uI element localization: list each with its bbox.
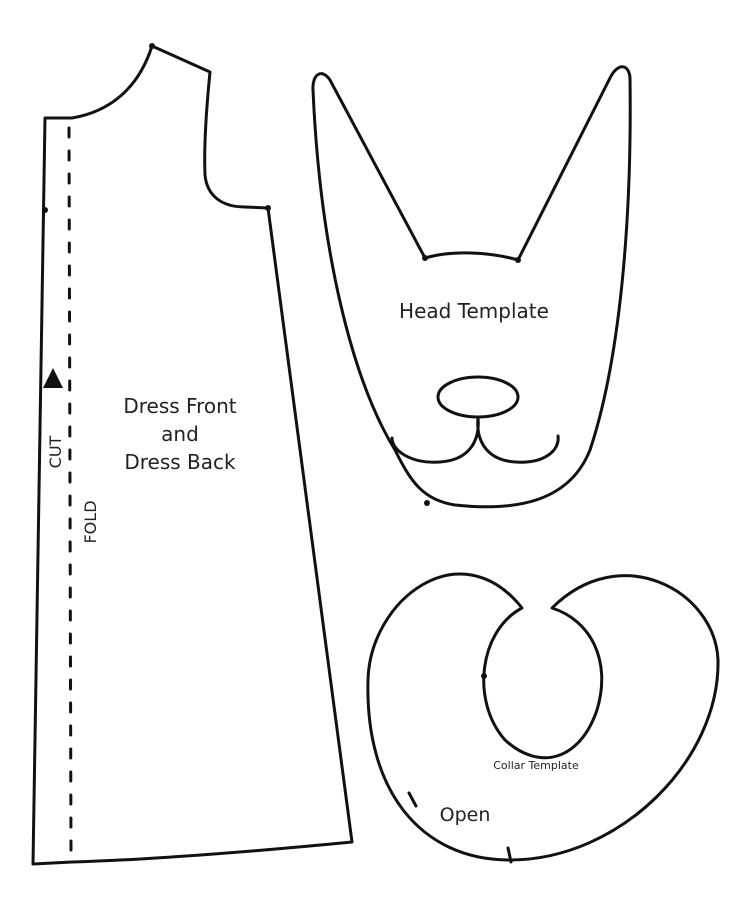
- open-label: Open: [440, 804, 491, 826]
- cut-arrow-icon: [43, 368, 63, 388]
- dress-title-line-3: Dress Back: [124, 450, 236, 474]
- nose-icon: [436, 375, 520, 419]
- head-piece: Head Template: [311, 65, 632, 509]
- dress-piece: CUT FOLD Dress Front and Dress Back: [31, 43, 354, 866]
- collar-title: Collar Template: [493, 759, 579, 772]
- head-vertex-dot: [424, 500, 430, 506]
- fold-label: FOLD: [81, 500, 100, 543]
- collar-outline: [366, 572, 720, 862]
- open-marker-left: [407, 791, 418, 808]
- dress-outline: [31, 44, 354, 866]
- dress-vertex-dot: [265, 205, 271, 211]
- collar-piece: Collar Template Open: [366, 572, 720, 864]
- cut-label: CUT: [46, 435, 65, 468]
- dress-vertex-dot: [149, 43, 155, 49]
- head-outline: [311, 65, 632, 509]
- dress-title-line-1: Dress Front: [123, 394, 236, 418]
- open-marker-right: [506, 846, 513, 864]
- dress-vertex-dot: [42, 207, 48, 213]
- mouth-icon: [390, 416, 560, 464]
- fold-line: [67, 126, 73, 860]
- dress-title-line-2: and: [161, 422, 199, 446]
- head-vertex-dot: [515, 257, 521, 263]
- collar-vertex-dot: [481, 673, 487, 679]
- head-title: Head Template: [399, 299, 549, 323]
- head-vertex-dot: [422, 255, 428, 261]
